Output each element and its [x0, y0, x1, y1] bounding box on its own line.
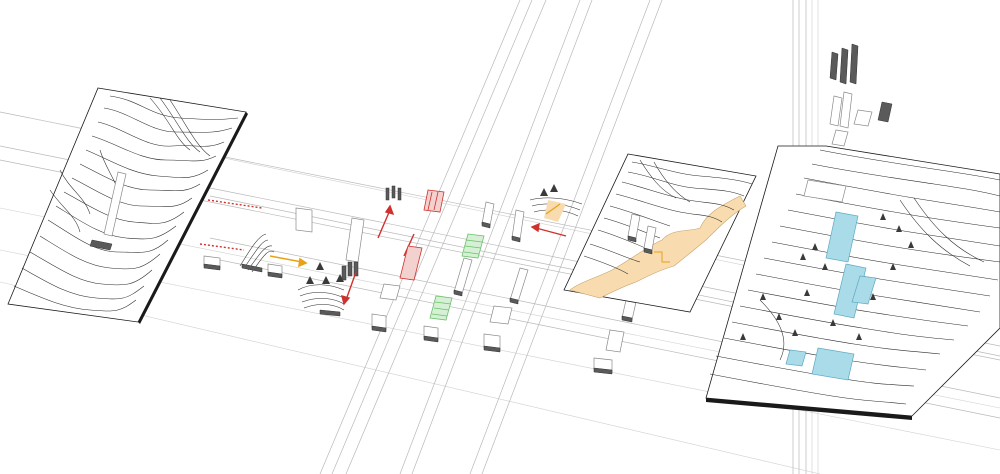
- panel-final-plan: [705, 145, 1000, 420]
- orange-arrow: [269, 255, 308, 268]
- terrain-contours-right: [709, 149, 1000, 405]
- dark-element-cluster: [341, 185, 402, 281]
- floating-elements-top: [829, 43, 893, 147]
- terrain-chunk: [239, 233, 275, 273]
- mid-elements: [199, 184, 641, 375]
- green-hatched-elements: [429, 233, 485, 321]
- panel-existing-terrain: [7, 87, 248, 324]
- water-features: [785, 211, 877, 381]
- panel-intervention-terrain: [563, 153, 757, 313]
- existing-building-block: [89, 239, 113, 251]
- red-hatched-elements: [399, 189, 445, 281]
- red-dashed-line: [207, 199, 263, 209]
- terrain-chunk-with-trees: [297, 262, 345, 317]
- red-dashed-line: [199, 243, 245, 251]
- terrain-contours-left: [13, 95, 239, 312]
- sand-zone: [569, 195, 747, 299]
- terrain-chunk-with-trees-2: [529, 184, 583, 222]
- red-arrows: [341, 204, 567, 306]
- terrain-contours-mid: [583, 159, 753, 275]
- final-building: [803, 179, 847, 203]
